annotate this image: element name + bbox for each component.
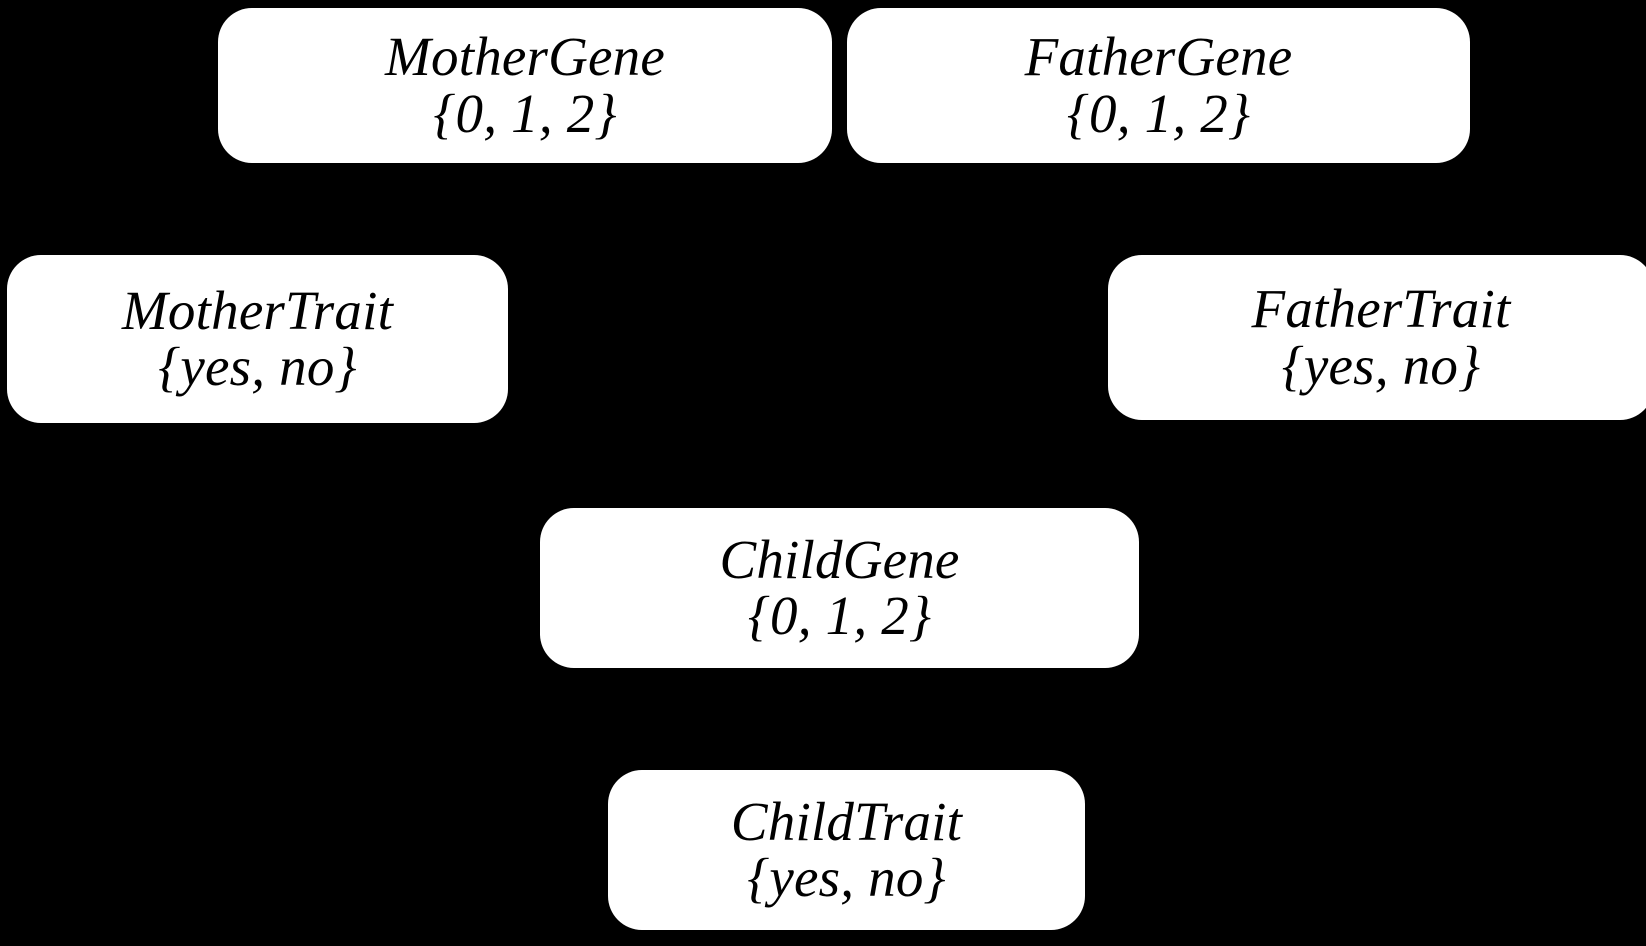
node-father-gene-domain: {0, 1, 2} [1066, 82, 1251, 144]
node-child-gene-domain: {0, 1, 2} [747, 585, 932, 646]
node-child-trait-label: ChildTrait [730, 790, 963, 852]
node-child-trait[interactable]: ChildTrait {yes, no} [608, 770, 1085, 930]
node-father-trait-label: FatherTrait [1251, 278, 1511, 340]
node-mother-trait[interactable]: MotherTrait {yes, no} [7, 255, 508, 423]
node-child-gene[interactable]: ChildGene {0, 1, 2} [540, 508, 1139, 668]
node-mother-gene-domain: {0, 1, 2} [433, 82, 617, 144]
node-father-trait-domain: {yes, no} [1281, 334, 1481, 396]
node-mother-trait-label: MotherTrait [121, 279, 394, 341]
node-father-gene-label: FatherGene [1024, 26, 1293, 88]
node-father-gene[interactable]: FatherGene {0, 1, 2} [847, 8, 1470, 163]
node-mother-gene[interactable]: MotherGene {0, 1, 2} [218, 8, 832, 163]
node-child-gene-label: ChildGene [719, 528, 960, 590]
node-child-trait-domain: {yes, no} [747, 847, 946, 908]
node-mother-gene-label: MotherGene [385, 26, 665, 88]
node-mother-trait-domain: {yes, no} [158, 336, 357, 397]
node-father-trait[interactable]: FatherTrait {yes, no} [1108, 255, 1646, 420]
